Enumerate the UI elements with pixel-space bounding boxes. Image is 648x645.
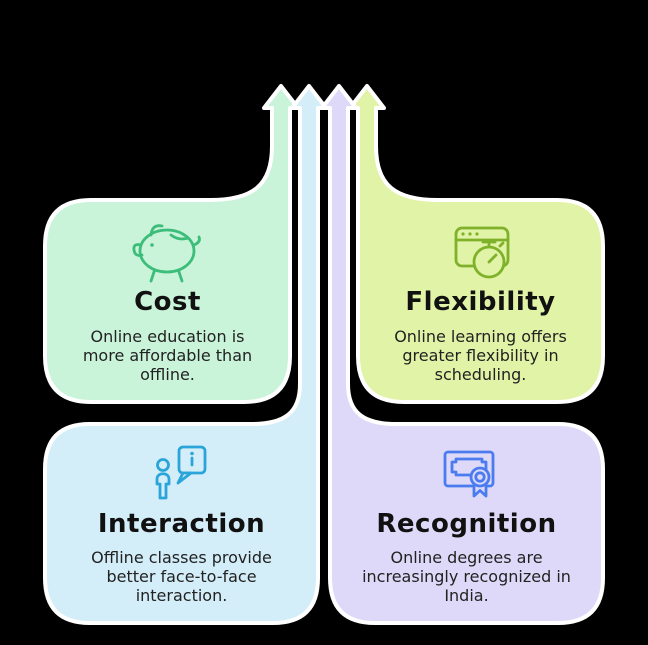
recognition-card-title: Recognition xyxy=(376,509,557,539)
flexibility-card-title: Flexibility xyxy=(405,287,556,317)
browser-timer-icon xyxy=(454,226,510,279)
flexibility-card-description: Online learning offers greater flexibili… xyxy=(394,327,567,384)
interaction-card-title: Interaction xyxy=(97,509,266,539)
chat-person-icon xyxy=(155,445,207,500)
cost-card-description: Online education is more affordable than… xyxy=(82,327,253,384)
cost-card-title: Cost xyxy=(134,287,201,317)
recognition-card-description: Online degrees are increasingly recogniz… xyxy=(362,548,571,605)
piggy-bank-icon xyxy=(132,224,201,283)
recognition-card-shape xyxy=(320,84,605,625)
interaction-card-description: Offline classes provide better face-to-f… xyxy=(91,548,272,605)
interaction-card-shape xyxy=(43,84,328,625)
flexibility-card-shape xyxy=(348,84,605,404)
certificate-icon xyxy=(443,450,495,498)
